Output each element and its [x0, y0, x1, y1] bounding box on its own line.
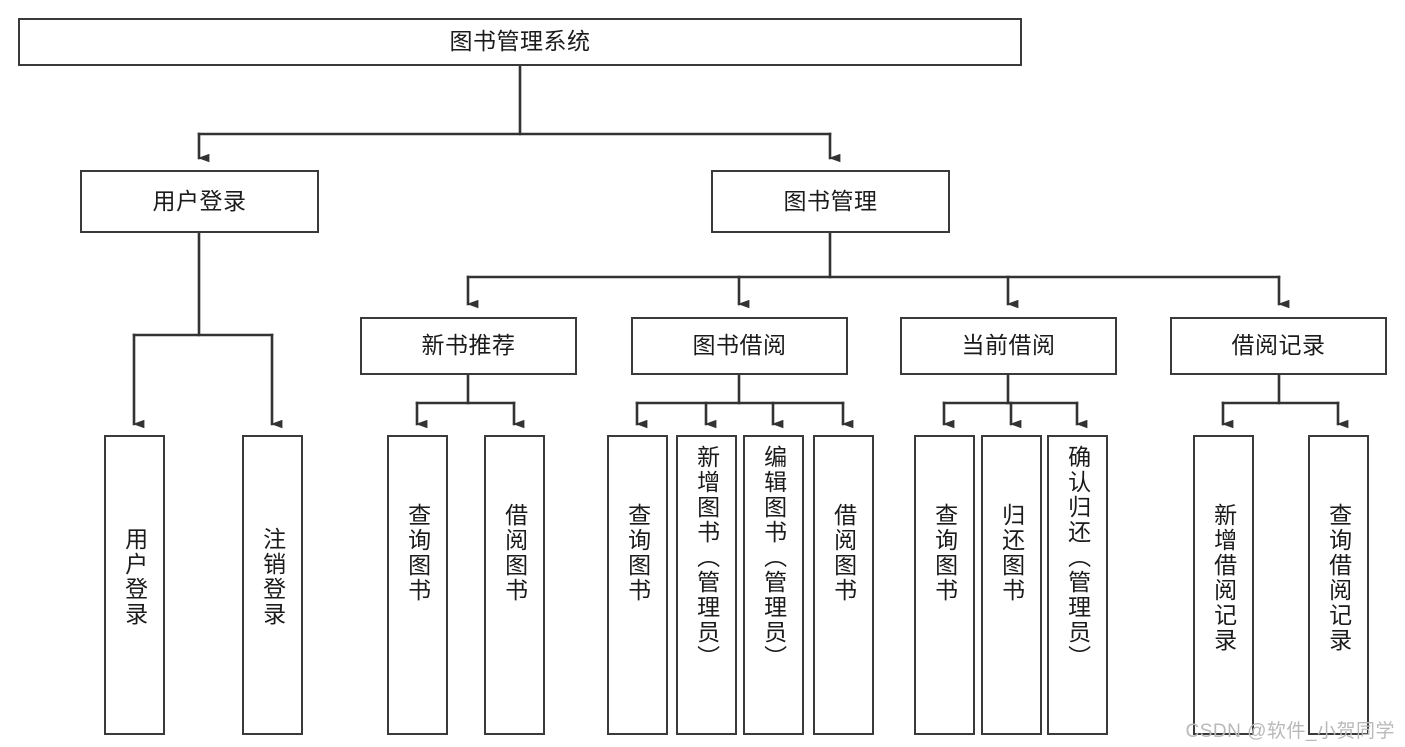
node-user-login[interactable]: 用户登录 [80, 170, 319, 233]
node-label: 查询图书 [624, 503, 651, 603]
node-label: 用户登录 [121, 527, 148, 627]
node-label: 查询借阅记录 [1325, 503, 1352, 653]
node-new-book-recommend[interactable]: 新书推荐 [360, 317, 577, 375]
leaf-new-book-borrow[interactable]: 借阅图书 [484, 435, 545, 735]
node-root-system[interactable]: 图书管理系统 [18, 18, 1022, 66]
node-borrow-record[interactable]: 借阅记录 [1170, 317, 1387, 375]
node-label: 当前借阅 [961, 332, 1056, 359]
leaf-borrow-record-add[interactable]: 新增借阅记录 [1193, 435, 1254, 735]
node-label: 新增图书（管理员） [693, 445, 720, 670]
node-label: 用户登录 [152, 187, 247, 214]
node-label: 新增借阅记录 [1210, 503, 1237, 653]
node-label: 注销登录 [259, 527, 286, 627]
node-current-borrow[interactable]: 当前借阅 [900, 317, 1117, 375]
leaf-new-book-query[interactable]: 查询图书 [387, 435, 448, 735]
leaf-book-borrow-borrow[interactable]: 借阅图书 [813, 435, 874, 735]
watermark: CSDN @软件_小贺同学 [1185, 721, 1395, 742]
node-label: 图书管理 [783, 187, 878, 214]
node-label: 查询图书 [404, 503, 431, 603]
leaf-book-borrow-add[interactable]: 新增图书（管理员） [676, 435, 737, 735]
leaf-current-borrow-query[interactable]: 查询图书 [914, 435, 975, 735]
node-book-borrow[interactable]: 图书借阅 [631, 317, 848, 375]
node-label: 借阅图书 [830, 503, 857, 603]
node-label: 查询图书 [931, 503, 958, 603]
leaf-book-borrow-edit[interactable]: 编辑图书（管理员） [743, 435, 804, 735]
node-label: 新书推荐 [421, 332, 516, 359]
node-label: 借阅图书 [501, 503, 528, 603]
node-label: 图书借阅 [692, 332, 787, 359]
leaf-current-borrow-confirm[interactable]: 确认归还（管理员） [1047, 435, 1108, 735]
node-label: 借阅记录 [1231, 332, 1326, 359]
node-book-management[interactable]: 图书管理 [711, 170, 950, 233]
leaf-borrow-record-query[interactable]: 查询借阅记录 [1308, 435, 1369, 735]
node-label: 图书管理系统 [449, 28, 591, 55]
leaf-user-login-logout[interactable]: 注销登录 [242, 435, 303, 735]
leaf-user-login-login[interactable]: 用户登录 [104, 435, 165, 735]
leaf-book-borrow-query[interactable]: 查询图书 [607, 435, 668, 735]
node-label: 归还图书 [998, 503, 1025, 603]
node-label: 确认归还（管理员） [1064, 445, 1091, 670]
node-label: 编辑图书（管理员） [760, 445, 787, 670]
leaf-current-borrow-return[interactable]: 归还图书 [981, 435, 1042, 735]
